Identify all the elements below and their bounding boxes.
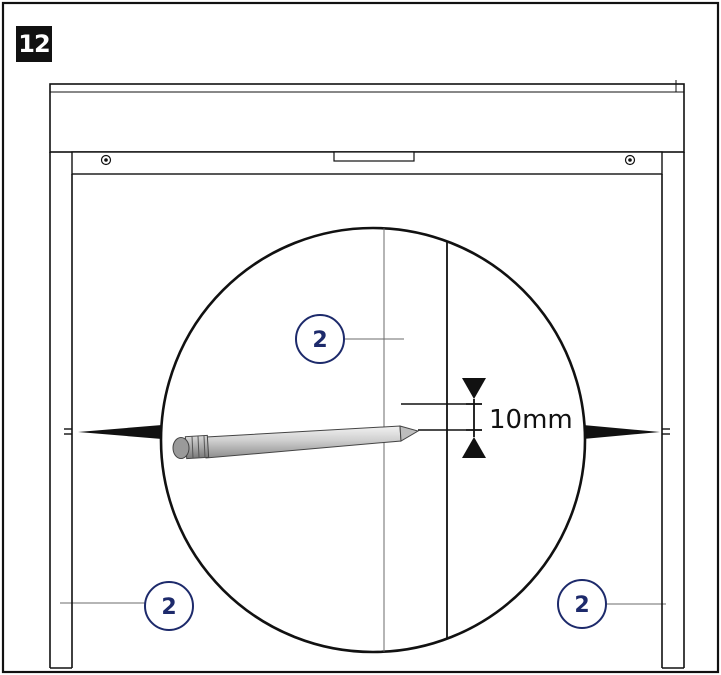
screw-icon-right xyxy=(624,154,636,166)
dimension-indicator xyxy=(462,378,486,458)
measurement-label: 10mm xyxy=(489,405,573,435)
side-rail-right xyxy=(661,152,685,470)
step-number-badge: 12 xyxy=(16,26,52,62)
side-rail-left-lower xyxy=(49,470,73,669)
pointer-left xyxy=(78,425,162,439)
pencil-icon xyxy=(172,425,420,460)
callout-left: 2 xyxy=(60,581,194,631)
side-rail-right-lower xyxy=(661,470,685,669)
callout-label: 2 xyxy=(312,328,327,353)
roller-box xyxy=(49,80,685,153)
callout-label: 2 xyxy=(574,593,589,618)
side-rail-left xyxy=(49,152,73,470)
fixing-strip xyxy=(71,151,663,175)
screw-icon-left xyxy=(100,154,112,166)
level-mark-left xyxy=(64,428,72,435)
callout-center: 2 xyxy=(295,314,404,364)
pointer-right xyxy=(583,425,660,439)
magnifier-detail: 10mm xyxy=(159,226,587,654)
level-mark-right xyxy=(662,428,670,435)
callout-right: 2 xyxy=(557,579,666,629)
callout-label: 2 xyxy=(161,595,176,620)
